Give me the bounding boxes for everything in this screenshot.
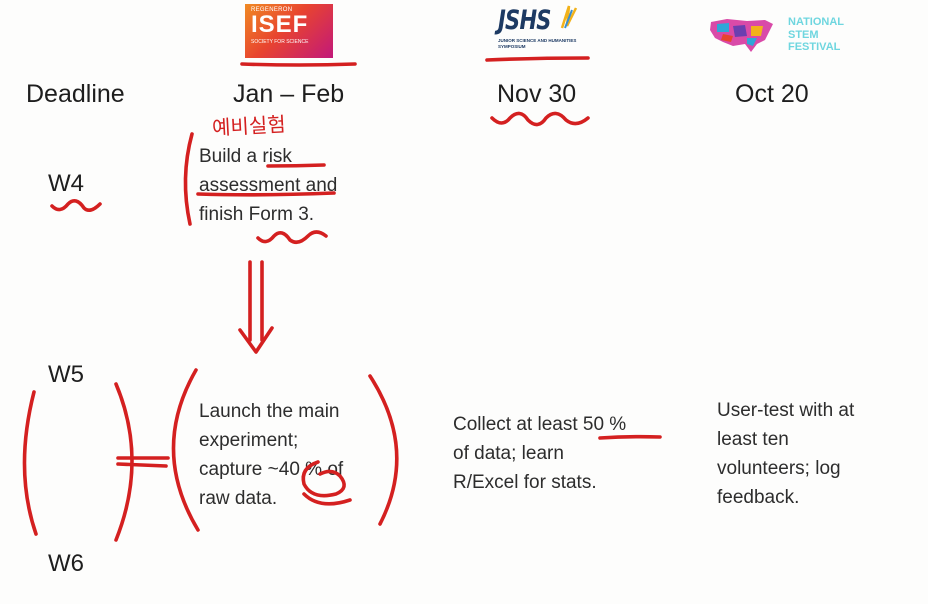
task-line: feedback. — [717, 487, 800, 508]
stem-logo-line2: STEM — [788, 28, 819, 41]
task-w5-isef: Launch the main experiment; capture ~40 … — [199, 397, 343, 513]
task-line: raw data. — [199, 488, 278, 509]
task-line: User-test with at — [717, 400, 855, 421]
down-arrow-head — [238, 326, 274, 354]
jshs-logo-main: JSHS — [498, 5, 551, 36]
isef-task-right-paren — [368, 374, 399, 526]
stem-logo-text: NATIONAL STEM FESTIVAL — [788, 16, 844, 54]
w5w6-left-paren — [22, 390, 38, 536]
task-line: assessment and — [199, 175, 338, 196]
header-isef-date: Jan – Feb — [233, 80, 345, 108]
task-line: experiment; — [199, 430, 299, 451]
isef-logo-sub: SOCIETY FOR SCIENCE — [251, 39, 309, 45]
stem-logo-line3: FESTIVAL — [788, 41, 841, 53]
task-line: volunteers; log — [717, 458, 841, 479]
task-line: Launch the main — [199, 401, 340, 422]
isef-underline — [240, 62, 357, 67]
jshs-logo: JSHS JUNIOR SCIENCE AND HUMANITIES SYMPO… — [498, 4, 583, 62]
w4-squiggle — [50, 199, 102, 213]
isef-logo-top: REGENERON — [251, 7, 293, 13]
isef-logo: REGENERON ISEF SOCIETY FOR SCIENCE — [245, 4, 333, 58]
usa-map-icon — [710, 19, 773, 52]
nov30-squiggle — [490, 111, 590, 127]
stem-logo-line1: NATIONAL — [788, 16, 845, 28]
task-line: least ten — [717, 429, 789, 450]
w4-bracket — [183, 132, 194, 226]
isef-task-left-paren — [171, 368, 200, 532]
task-w5-jshs: Collect at least 50 % of data; learn R/E… — [453, 410, 626, 497]
task-w5-stem: User-test with at least ten volunteers; … — [717, 396, 854, 512]
jshs-swoosh-icon — [560, 5, 578, 29]
korean-annotation: 예비실험 — [211, 112, 287, 140]
task-line: of data; learn — [453, 443, 564, 464]
week-label-w6: W6 — [48, 550, 84, 577]
task-line: Build a risk — [199, 146, 292, 167]
header-jshs-date: Nov 30 — [497, 80, 577, 108]
task-w4-isef: Build a risk assessment and finish Form … — [199, 142, 337, 229]
isef-logo-main: ISEF — [251, 11, 309, 38]
task-line: capture ~40 % of — [199, 459, 344, 480]
form3-squiggle — [256, 230, 328, 245]
connector-line-2 — [116, 462, 168, 468]
jshs-logo-sub: JUNIOR SCIENCE AND HUMANITIES SYMPOSIUM — [498, 38, 577, 49]
task-line: finish Form 3. — [199, 204, 315, 225]
w5w6-right-paren — [114, 382, 134, 542]
week-label-w4: W4 — [48, 170, 84, 197]
task-line: Collect at least 50 % — [453, 414, 627, 435]
task-line: R/Excel for stats. — [453, 472, 597, 493]
header-stem-date: Oct 20 — [735, 80, 809, 108]
header-deadline: Deadline — [26, 80, 125, 108]
week-label-w5: W5 — [48, 361, 84, 388]
